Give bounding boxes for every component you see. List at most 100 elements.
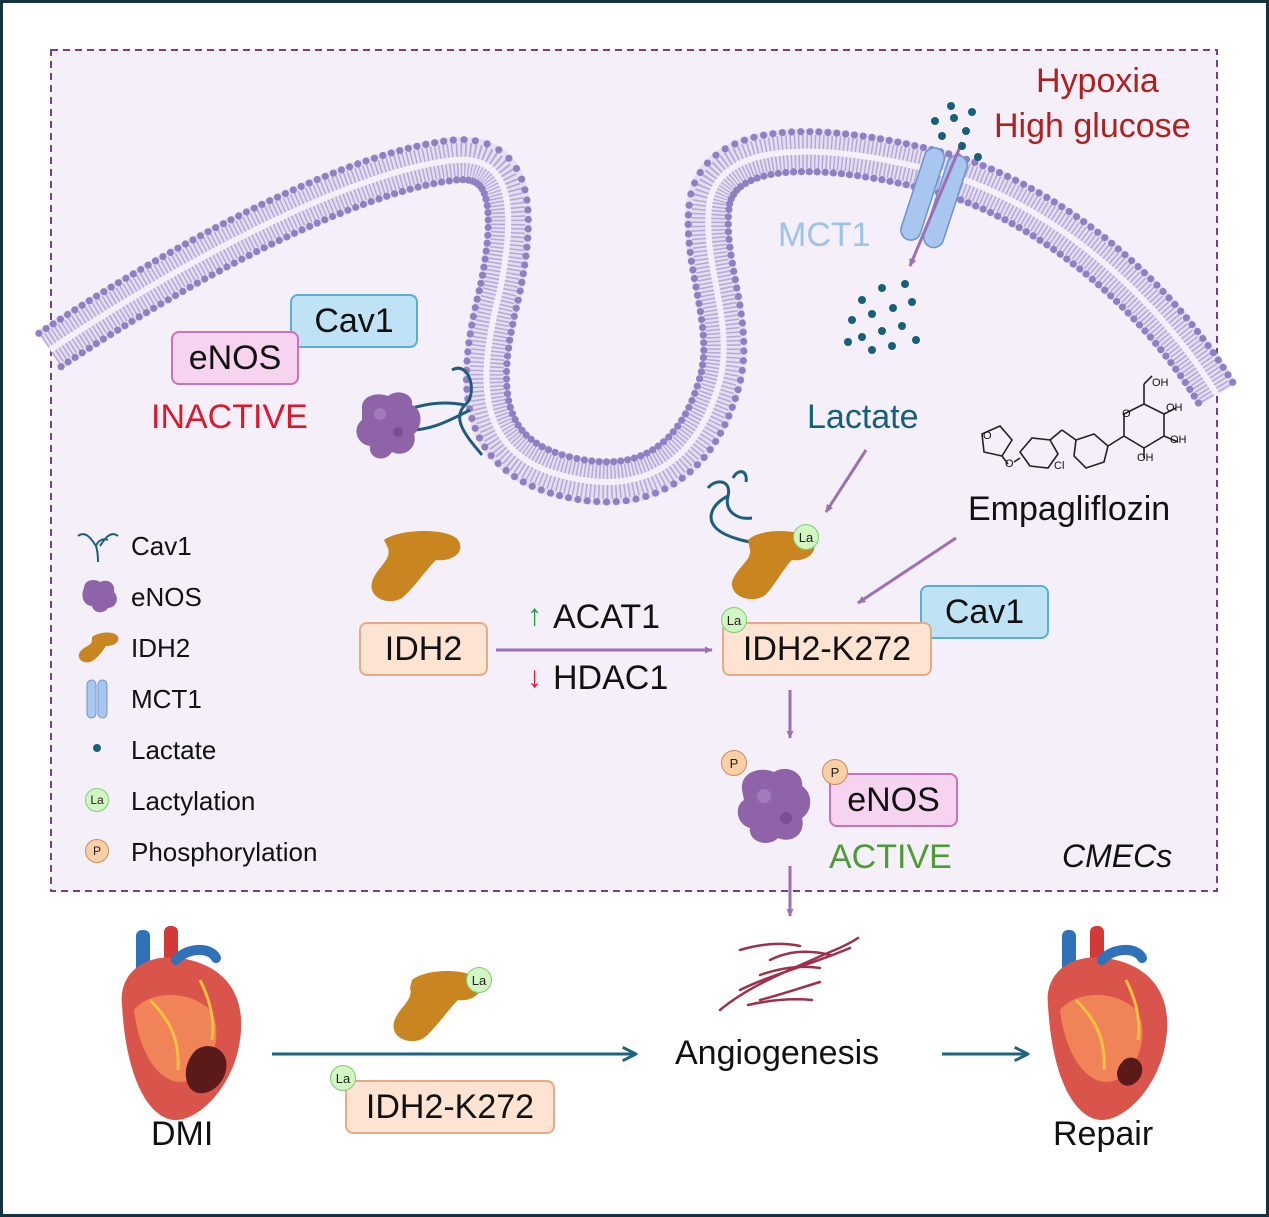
lipid-head [1114,245,1122,253]
lipid-head [1159,287,1167,296]
lipid-head [321,216,329,224]
lipid-head [359,200,367,208]
lipid-head [1140,269,1148,277]
lipid-head [740,337,748,346]
lipid-head [503,360,511,368]
lipid-head [854,172,862,180]
lipid-head [396,147,404,155]
lipid-head [346,163,354,171]
lipid-head [1199,334,1207,343]
lipid-head [767,170,775,179]
lipid-head [478,271,487,279]
lipid-head [468,321,476,329]
lipid-head [502,375,511,383]
lipid-head [1076,265,1084,273]
lipid-head [379,151,387,160]
lipid-head [527,435,535,443]
lipid-head [406,185,414,193]
lipid-head [986,208,995,217]
lipid-head [245,251,253,259]
lipid-head [305,179,313,187]
lipid-head [733,284,741,292]
lipid-head [698,316,706,324]
lipid-head [660,438,668,446]
lipid-head [1022,228,1030,236]
lipid-head [1087,223,1095,231]
lipid-head [815,128,823,136]
lipid-head [725,235,733,243]
legend-idh2-label: IDH2 [131,633,191,663]
lipid-head [661,485,669,493]
lipid-head [107,283,115,291]
lipid-head [514,421,522,429]
lipid-head [689,266,697,274]
lipid-head [521,186,529,194]
lipid-head [678,474,686,482]
lipid-head [674,422,682,430]
lipid-head [352,203,360,211]
lipid-head [813,168,821,176]
legend-mct1-icon [86,679,108,719]
lipid-head [289,186,297,194]
dmi-label: DMI [151,1115,214,1153]
legend-idh2-icon [78,632,119,663]
lipid-head [438,178,446,186]
lipid-head [688,396,696,405]
legend-enos-label: eNOS [131,582,202,612]
lipid-head [71,306,79,314]
lipid-head [297,182,305,190]
lipid-head [734,292,743,301]
lipid-head [502,466,510,475]
lipid-head [370,154,378,162]
lipid-head [463,357,471,365]
lipid-head [747,176,755,185]
lipid-head [387,149,395,157]
struct-o-ether: O [1005,458,1014,470]
lipid-head [686,248,694,256]
cav1-inactive-box: Cav1 [290,294,418,348]
lipid-head [885,136,893,144]
idh2-bottom-icon [393,971,481,1042]
lipid-head [738,319,747,327]
lipid-head [753,174,761,182]
legend-lactylation-label: Lactylation [131,786,256,816]
lipid-head [1036,236,1044,244]
lipid-head [595,458,603,466]
lipid-head [544,446,553,454]
lipid-head [321,172,329,180]
lipid-head [637,452,645,460]
lipid-head [593,498,601,506]
lipid-head [583,497,591,505]
lipid-head [740,347,748,355]
lipid-head [824,128,832,136]
lipid-head [1209,349,1217,357]
lipid-head [144,261,152,269]
lipid-head [1101,234,1109,242]
acat1-label: ACAT1 [553,598,661,636]
lipid-head [538,443,546,451]
lipid-head [495,146,503,154]
lipid-head [651,489,660,497]
lipid-head [238,255,246,263]
lipid-head [1121,251,1129,259]
lipid-head [413,142,421,150]
lipid-head [208,271,216,279]
lipid-head [1082,270,1090,278]
lipid-head [275,236,283,245]
lipid-head [42,325,50,333]
lipid-head [473,295,481,303]
lipid-head [1056,250,1064,258]
lipid-head [558,451,566,459]
lipid-head [514,296,522,304]
lipid-head [750,133,758,141]
lipid-head [805,168,813,176]
lipid-head [1194,399,1203,407]
lipid-head [987,165,996,173]
lipid-head [528,482,536,490]
mct1-label: MCT1 [778,216,871,254]
lipid-head [1186,385,1194,393]
lipid-head [469,312,477,320]
lipid-head [580,456,589,464]
lipid-head [721,421,729,429]
lipid-head [422,140,430,148]
